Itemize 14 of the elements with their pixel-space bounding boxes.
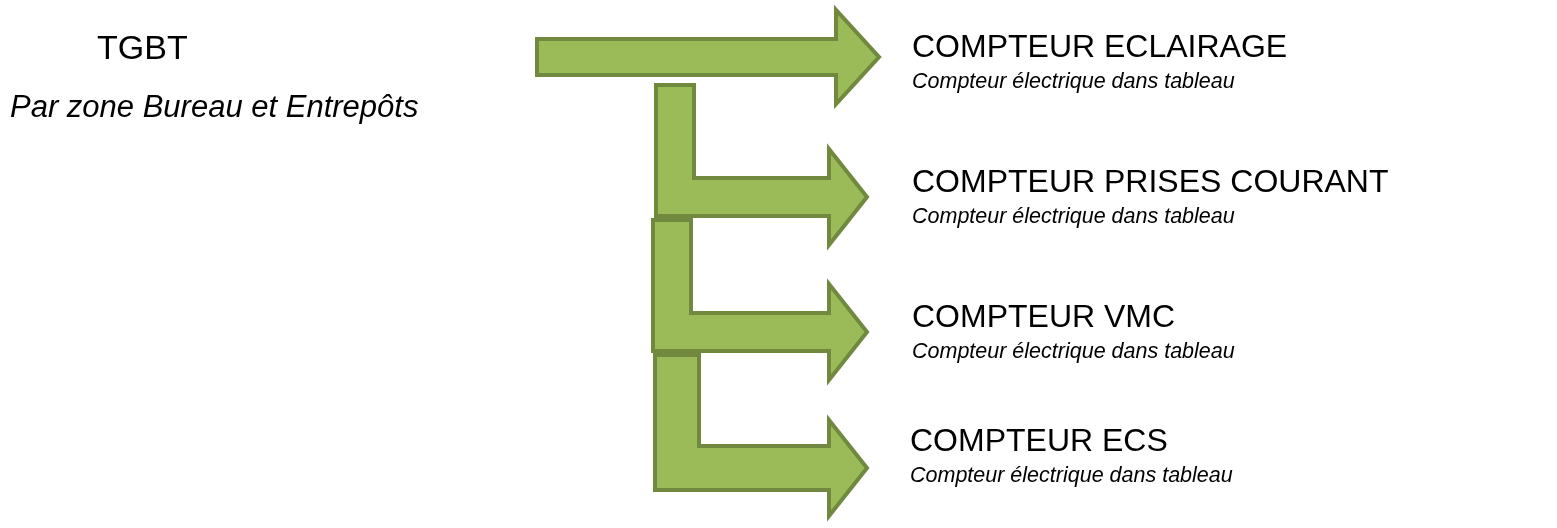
meter-description: Compteur électrique dans tableau: [912, 203, 1236, 229]
block-arrow: [654, 83, 870, 251]
zone-note: Par zone Bureau et Entrepôts: [10, 89, 419, 125]
meter-title: COMPTEUR PRISES COURANT: [912, 163, 1389, 200]
meter-description: Compteur électrique dans tableau: [912, 68, 1236, 94]
block-arrow: [653, 353, 870, 522]
block-arrow: [651, 218, 870, 386]
meter-description: Compteur électrique dans tableau: [912, 338, 1235, 364]
block-arrow: [535, 4, 882, 110]
panel-title: TGBT: [97, 28, 189, 68]
meter-title: COMPTEUR ECLAIRAGE: [912, 28, 1288, 65]
meter-title: COMPTEUR ECS: [910, 422, 1169, 459]
meter-title: COMPTEUR VMC: [912, 298, 1177, 335]
meter-description: Compteur électrique dans tableau: [910, 462, 1233, 488]
